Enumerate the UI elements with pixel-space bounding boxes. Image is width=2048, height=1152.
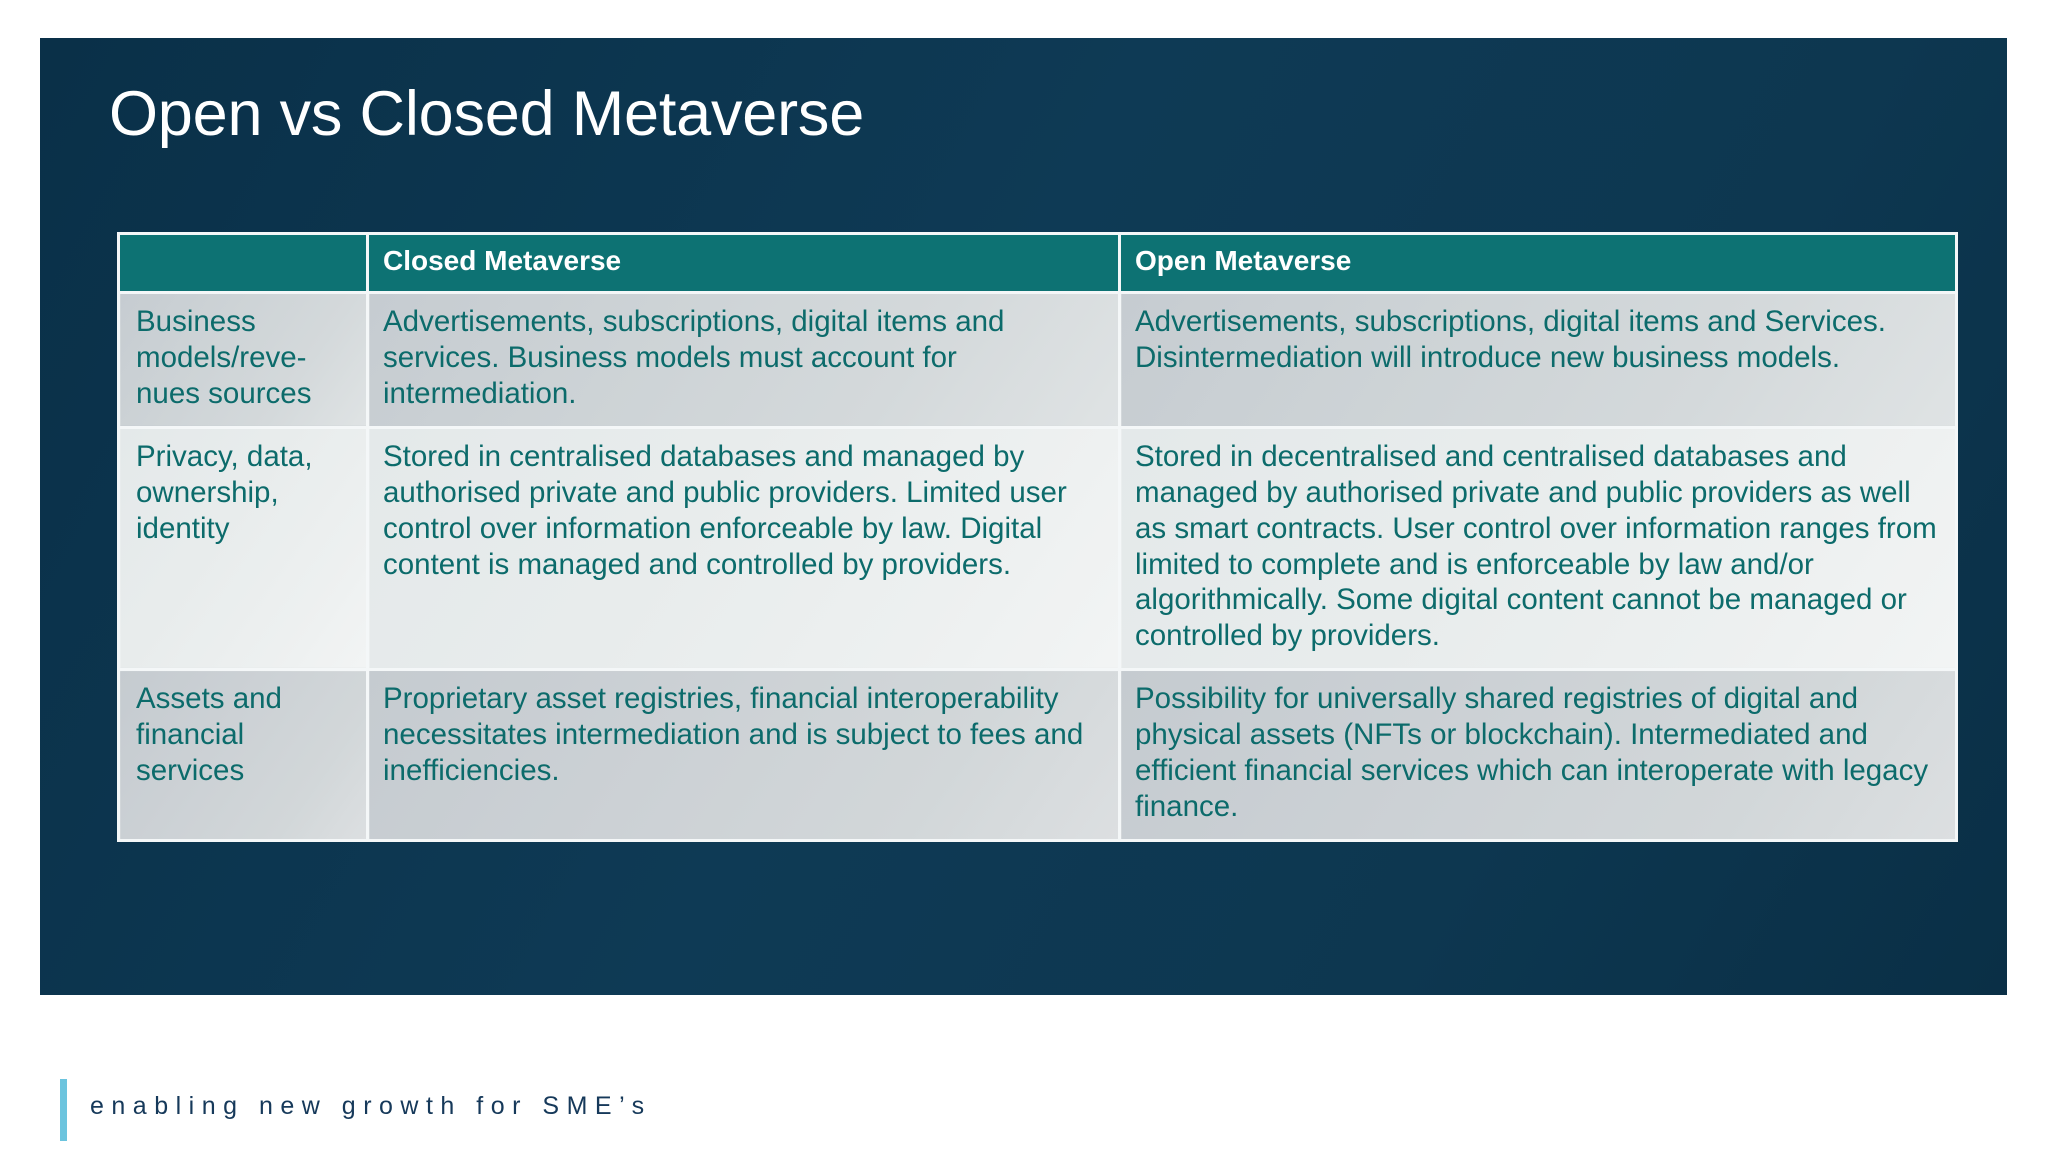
table-row: Business models/reve-nues sources Advert… (117, 290, 1958, 429)
column-header-category (117, 232, 369, 294)
slide-footer: enabling new growth for SME’s (0, 1078, 2048, 1152)
table-header-row: Closed Metaverse Open Metaverse (117, 232, 1958, 294)
table-row: Privacy, data, ownership, identity Store… (117, 425, 1958, 672)
column-header-open-metaverse: Open Metaverse (1118, 232, 1958, 294)
row-label-assets-financial: Assets and financial services (117, 668, 369, 843)
cell-closed-assets-financial: Proprietary asset registries, financial … (366, 668, 1121, 843)
footer-accent-bar (60, 1079, 67, 1141)
cell-open-business-models: Advertisements, subscriptions, digital i… (1118, 290, 1958, 429)
table-row: Assets and financial services Proprietar… (117, 668, 1958, 843)
page-title: Open vs Closed Metaverse (109, 79, 865, 149)
row-label-business-models: Business models/reve-nues sources (117, 290, 369, 429)
footer-tagline: enabling new growth for SME’s (90, 1092, 652, 1120)
row-label-privacy-data: Privacy, data, ownership, identity (117, 425, 369, 672)
comparison-table: Closed Metaverse Open Metaverse Business… (117, 232, 1958, 843)
cell-closed-business-models: Advertisements, subscriptions, digital i… (366, 290, 1121, 429)
slide-panel: Open vs Closed Metaverse Closed Metavers… (40, 38, 2007, 995)
cell-closed-privacy-data: Stored in centralised databases and mana… (366, 425, 1121, 672)
comparison-table-wrapper: Closed Metaverse Open Metaverse Business… (117, 232, 1958, 843)
cell-open-assets-financial: Possibility for universally shared regis… (1118, 668, 1958, 843)
table-header: Closed Metaverse Open Metaverse (117, 232, 1958, 294)
table-body: Business models/reve-nues sources Advert… (117, 290, 1958, 843)
cell-open-privacy-data: Stored in decentralised and centralised … (1118, 425, 1958, 672)
column-header-closed-metaverse: Closed Metaverse (366, 232, 1121, 294)
